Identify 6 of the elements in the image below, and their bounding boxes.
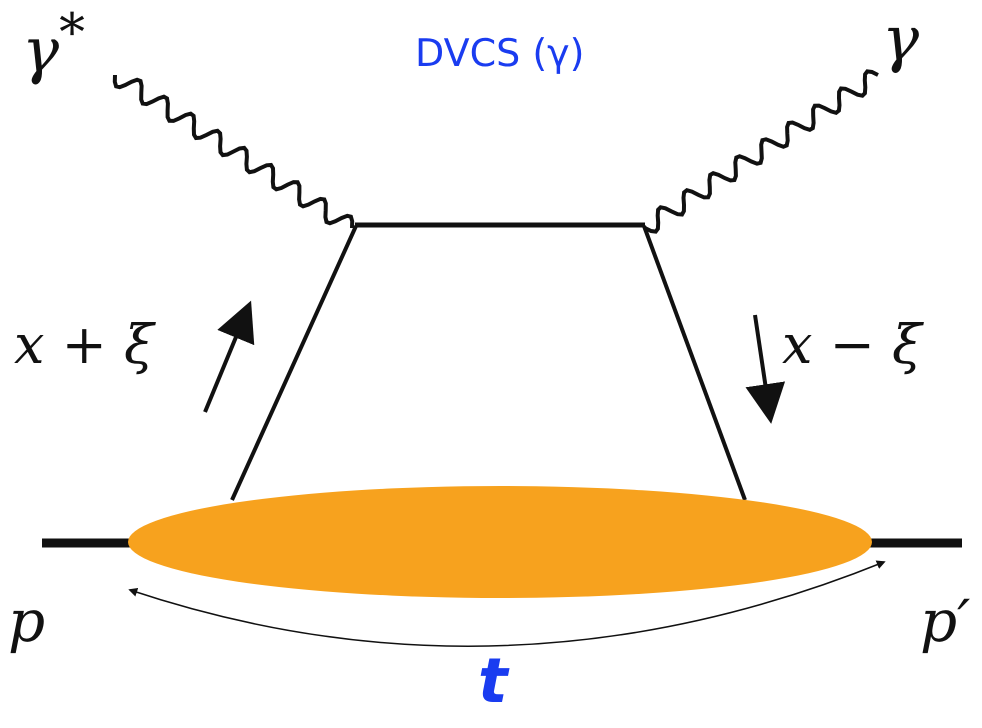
momentum-label: x + ξ [14, 318, 154, 372]
particle-label: γ$^{*}$ [22, 8, 85, 82]
hadron-blob [128, 486, 872, 598]
process-title: DVCS (γ) [415, 34, 584, 72]
momentum-label: x − ξ [782, 318, 922, 372]
momentum-label: t [478, 650, 508, 712]
